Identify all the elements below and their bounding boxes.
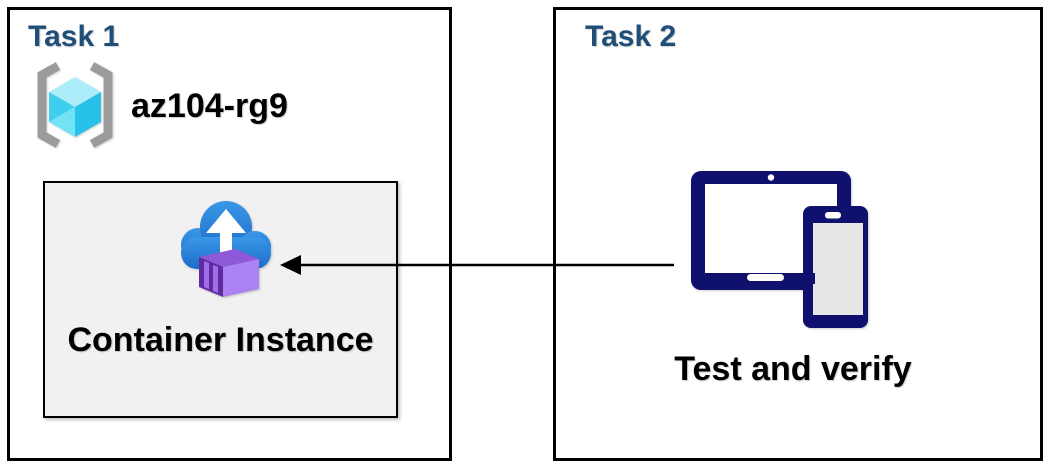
- cube-right-face: [75, 92, 101, 137]
- container-top-face: [199, 249, 259, 267]
- tablet-home-button: [747, 274, 784, 281]
- container-ridge: [213, 265, 218, 293]
- right-bracket: [89, 62, 113, 148]
- cube-bottom-face: [49, 107, 75, 137]
- left-bracket: [37, 62, 61, 148]
- arrow-head: [280, 255, 301, 275]
- test-verify-label: Test and verify: [674, 350, 912, 388]
- task2-title: Task 2: [585, 20, 677, 53]
- container-front-face: [223, 259, 259, 297]
- cube-left-face: [49, 92, 75, 122]
- container-instances-icon: [181, 201, 271, 297]
- phone-icon: [803, 206, 868, 328]
- devices-icon: [691, 171, 868, 328]
- tablet-camera-dot: [767, 174, 775, 181]
- container-box-icon: [199, 249, 259, 297]
- task1-title: Task 1: [28, 20, 120, 53]
- task1-box: Task 1 az104-rg9: [7, 7, 452, 461]
- task2-box: Task 2 Test and verify: [553, 7, 1043, 461]
- resource-group-name: az104-rg9: [131, 87, 288, 125]
- container-instance-label: Container Instance: [67, 321, 374, 359]
- container-ridge: [204, 261, 209, 289]
- phone-screen: [813, 223, 863, 315]
- phone-speaker: [825, 212, 841, 219]
- container-instance-box: Container Instance: [43, 181, 398, 418]
- tablet-bezel-tab: [801, 273, 815, 284]
- resource-group-icon: [37, 62, 113, 148]
- arrow-connector: [280, 255, 674, 275]
